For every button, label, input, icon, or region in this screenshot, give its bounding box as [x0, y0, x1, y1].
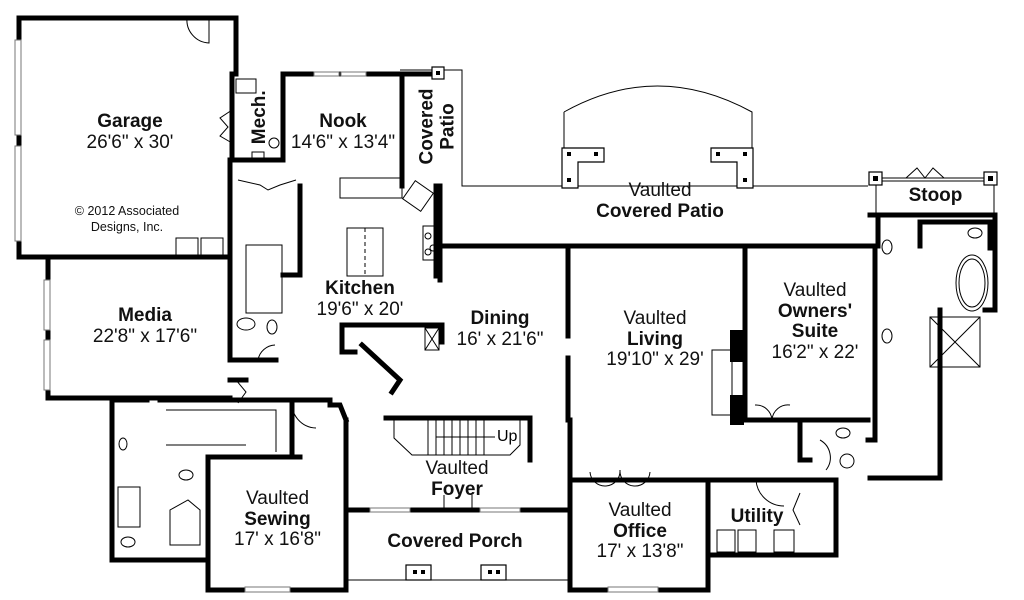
- copyright-note: © 2012 Associated Designs, Inc.: [74, 204, 180, 235]
- garage-entry-door: [186, 17, 210, 44]
- room-name: Foyer: [431, 478, 483, 500]
- room-name: Living: [627, 328, 683, 350]
- room-dims: 26'6" x 30': [86, 131, 174, 153]
- patio-post-left: [561, 147, 605, 189]
- room-dims: 16' x 21'6": [456, 328, 544, 350]
- room-stoop: Stoop: [908, 185, 963, 206]
- room-covered-patio-small: Covered Patio: [416, 88, 458, 165]
- stair-up-label: Up: [497, 428, 518, 445]
- room-media: Media 22'8" x 17'6": [70, 305, 220, 347]
- room-name: Mech.: [249, 90, 271, 145]
- room-name: Garage: [97, 111, 163, 132]
- room-office: Vaulted Office 17' x 13'8": [585, 500, 695, 563]
- room-foyer: Vaulted Foyer: [412, 458, 502, 500]
- room-name: Covered Patio: [596, 200, 724, 222]
- room-dims: 19'6" x 20': [316, 298, 404, 320]
- room-dining: Dining 16' x 21'6": [450, 308, 550, 350]
- room-sewing: Vaulted Sewing 17' x 16'8": [225, 488, 330, 551]
- patio-post-right: [710, 147, 754, 189]
- room-name: Nook: [319, 111, 367, 132]
- garage-door-2: [14, 145, 22, 242]
- room-vaulted-covered-patio: Vaulted Covered Patio: [580, 180, 740, 222]
- room-nook: Nook 14'6" x 13'4": [288, 111, 398, 153]
- room-utility: Utility: [730, 506, 784, 527]
- room-name: Office: [613, 520, 667, 542]
- room-mech: Mech.: [249, 90, 271, 145]
- room-dims: 17' x 13'8": [596, 541, 684, 563]
- room-name: Media: [118, 305, 172, 326]
- stair-treads: [427, 418, 495, 455]
- room-living: Vaulted Living 19'10" x 29': [595, 308, 715, 371]
- garage-door-1: [14, 39, 22, 136]
- room-name: Kitchen: [325, 278, 395, 299]
- garage-walls: [14, 15, 239, 260]
- stoop: [868, 167, 998, 215]
- room-owners-suite: Vaulted Owners' Suite 16'2" x 22': [760, 280, 870, 363]
- room-name: Sewing: [244, 508, 311, 530]
- room-covered-porch: Covered Porch: [387, 531, 523, 552]
- room-garage: Garage 26'6" x 30': [60, 111, 200, 153]
- room-dims: 16'2" x 22': [771, 341, 859, 363]
- room-name: Dining: [470, 308, 530, 329]
- room-dims: 19'10" x 29': [606, 349, 704, 371]
- room-dims: 17' x 16'8": [234, 529, 321, 551]
- room-kitchen: Kitchen 19'6" x 20': [310, 278, 410, 320]
- room-dims: 22'8" x 17'6": [92, 325, 198, 347]
- room-dims: 14'6" x 13'4": [290, 131, 396, 153]
